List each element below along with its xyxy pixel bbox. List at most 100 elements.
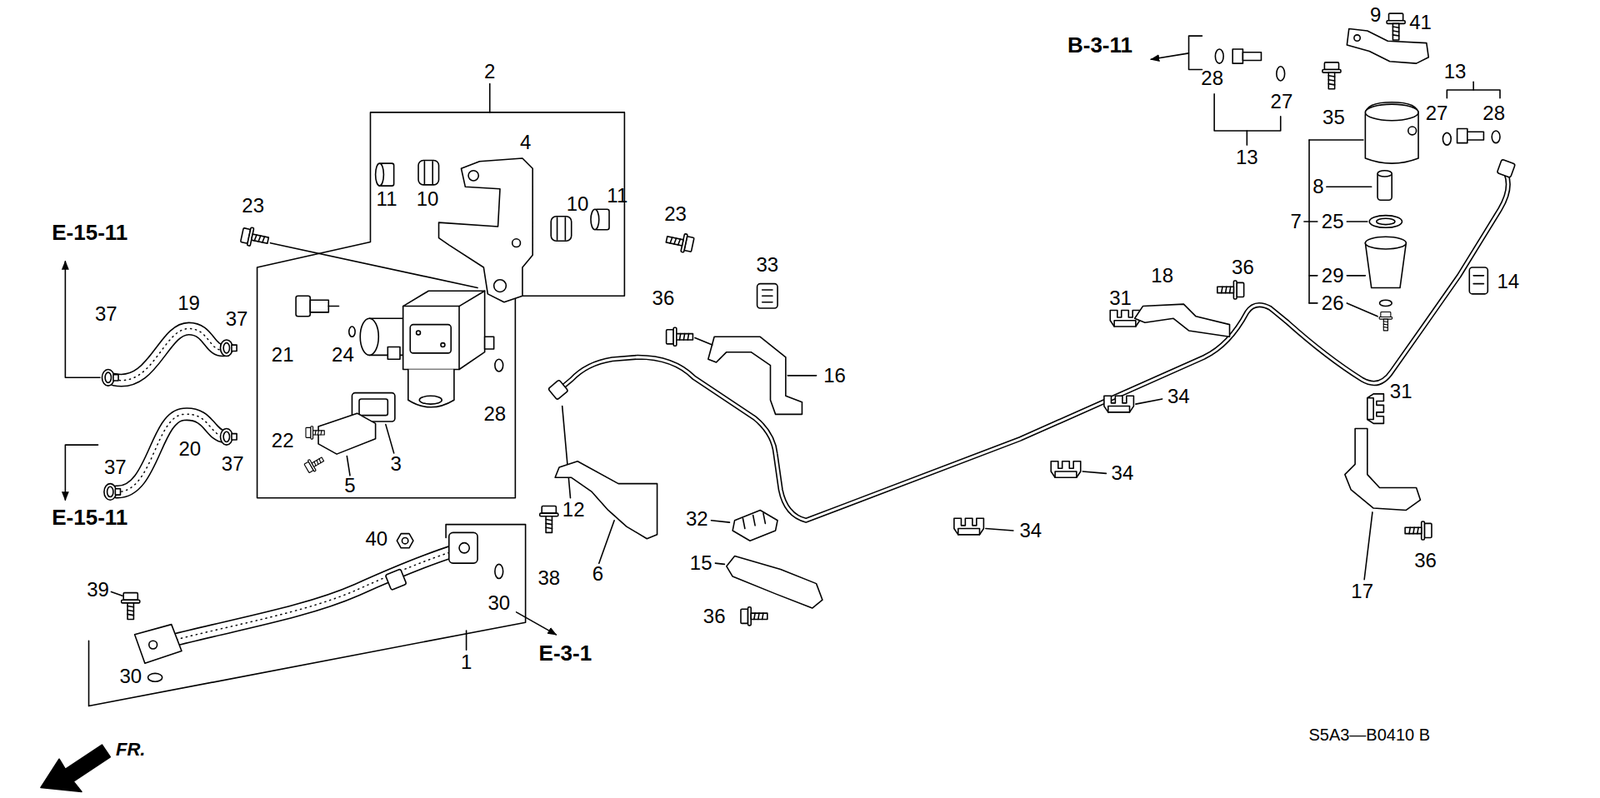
reference-code: E-15-11 — [51, 506, 128, 529]
callout-number: 34 — [1167, 386, 1190, 407]
modulator-bracket — [439, 158, 534, 303]
filter-bracket — [1354, 35, 1360, 41]
callout-number: 7 — [1290, 211, 1301, 232]
callout-number: 27 — [1270, 91, 1294, 112]
pipe-filter — [1309, 275, 1318, 277]
modulator-unit — [387, 347, 400, 360]
pipe-clip — [1135, 399, 1163, 405]
callout-number: 11 — [606, 185, 628, 206]
pressure-sensor — [328, 305, 339, 308]
brake-pipe — [562, 406, 571, 499]
brake-pipe — [559, 173, 1509, 520]
front-arrow — [40, 745, 110, 792]
callout-number: 31 — [1109, 288, 1132, 309]
pipe-bracket — [666, 327, 694, 346]
pipe-clip — [954, 518, 985, 535]
pipe-clip — [1473, 275, 1484, 285]
front-indicator: FR. — [115, 740, 145, 760]
pipe-clip — [1367, 394, 1385, 425]
callout-number: 32 — [685, 509, 709, 530]
reference-arrow — [65, 35, 1202, 635]
callout-number: 5 — [344, 475, 355, 496]
pipe-bracket — [540, 506, 559, 534]
reference-code: B-3-11 — [1067, 34, 1133, 56]
bushing — [590, 209, 600, 230]
pipe-filter — [1365, 104, 1419, 121]
pipe-bracket — [787, 375, 816, 377]
brake-pipe — [1496, 159, 1515, 178]
pressure-sensor — [310, 300, 329, 313]
brake-hose — [396, 534, 414, 549]
callout-number: 36 — [1231, 257, 1255, 278]
brake-hose — [171, 550, 455, 641]
pipe-clip — [1050, 461, 1081, 479]
pipe-clip — [1082, 471, 1106, 474]
modulator-unit — [458, 306, 460, 370]
pipe-bracket — [715, 563, 725, 565]
callout-number: 29 — [1321, 265, 1345, 286]
brake-pipe — [559, 173, 1509, 520]
pipe-filter — [1365, 102, 1419, 164]
bushing — [557, 217, 566, 240]
pipe-bracket — [540, 284, 823, 626]
modulator-bracket — [468, 170, 479, 181]
modulator-unit — [349, 290, 504, 408]
brake-hose — [171, 550, 455, 641]
vent-hose — [220, 340, 237, 357]
pipe-clip — [1345, 429, 1421, 511]
pipe-clip — [1104, 395, 1135, 413]
callout-number: 37 — [221, 454, 245, 475]
fitting-group — [1491, 130, 1500, 144]
callout-number: 15 — [690, 553, 713, 574]
pipe-clip — [1405, 521, 1432, 540]
brake-hose — [135, 625, 182, 665]
brake-hose — [385, 569, 407, 591]
brake-hose — [495, 564, 504, 579]
callout-number: 36 — [652, 288, 675, 309]
vent-hose — [104, 484, 121, 501]
vent-hose — [101, 369, 119, 386]
callout-number: 19 — [177, 293, 200, 314]
bushing — [550, 216, 571, 241]
gasket-cover — [385, 425, 395, 454]
reference-arrow — [1189, 35, 1203, 70]
pipe-clip — [1135, 304, 1230, 337]
pipe-filter — [1376, 218, 1395, 225]
pipe-filter — [1326, 186, 1372, 189]
gasket-cover — [303, 454, 326, 475]
pipe-clip — [1469, 267, 1488, 295]
fitting-group — [1246, 130, 1249, 145]
callout-number: 33 — [755, 255, 779, 275]
vent-hose — [116, 414, 225, 492]
bushing — [418, 160, 439, 185]
callout-number: 13 — [1235, 147, 1259, 168]
modulator-unit — [419, 395, 442, 405]
pipe-bracket — [726, 556, 823, 609]
fitting-group — [1215, 49, 1224, 64]
brake-hose — [171, 550, 455, 641]
vent-hose — [114, 329, 225, 381]
callout-number: 6 — [592, 564, 604, 585]
modulator-unit — [410, 325, 451, 354]
pipe-bracket — [555, 461, 657, 540]
brake-hose — [465, 630, 468, 650]
pressure-sensor — [295, 295, 339, 316]
callout-number: 34 — [1111, 463, 1135, 484]
pipe-filter — [1304, 102, 1419, 331]
gasket-cover — [359, 399, 388, 416]
filter-bracket — [1346, 29, 1429, 65]
bushing — [375, 163, 385, 186]
reference-code: E-15-11 — [51, 221, 128, 244]
modulator-unit — [349, 326, 355, 337]
modulator-unit — [416, 330, 421, 335]
brake-pipe — [548, 380, 569, 400]
gasket-cover — [303, 393, 395, 476]
brake-hose — [89, 525, 526, 707]
callout-number: 37 — [95, 304, 118, 325]
reference-code: E-3-1 — [539, 642, 593, 665]
brake-hose — [110, 591, 122, 596]
callout-number: 36 — [703, 606, 726, 627]
brake-hose — [148, 673, 163, 682]
callout-number: 28 — [1482, 103, 1505, 124]
